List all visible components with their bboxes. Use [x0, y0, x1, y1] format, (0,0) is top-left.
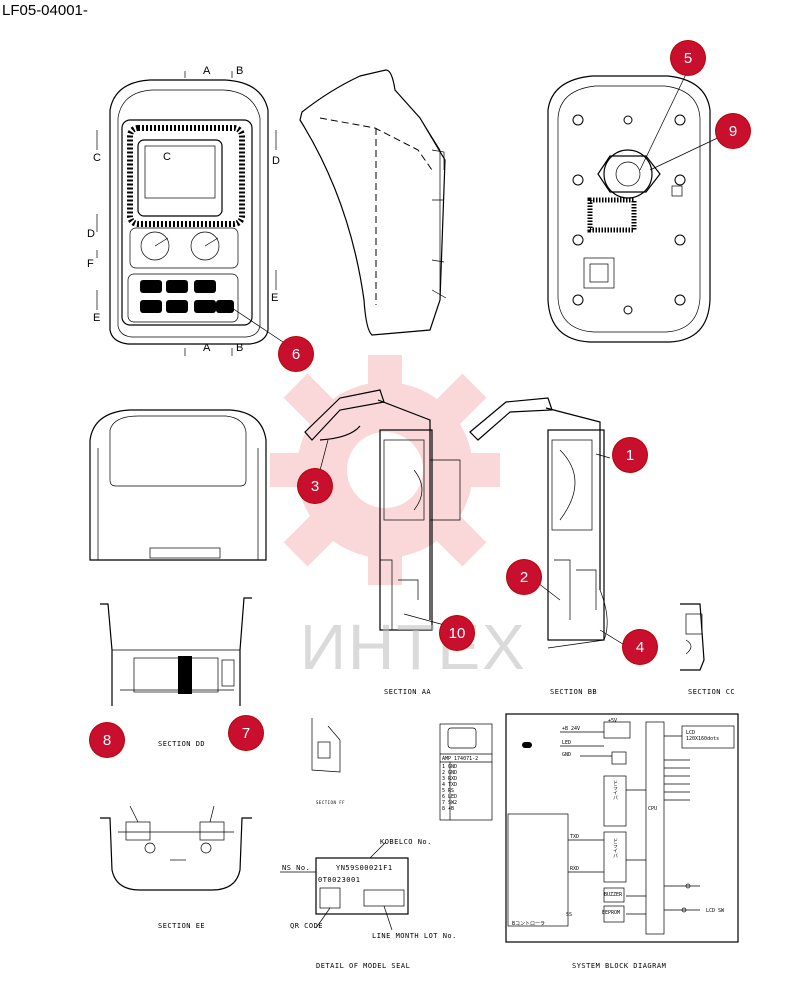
section-mark-e-right: E [271, 292, 279, 304]
caption-block-diagram: SYSTEM BLOCK DIAGRAM [572, 962, 667, 970]
seal-maker-label: KOBELCO No. [380, 838, 432, 846]
seal-model-no: YN59S00021F1 [336, 864, 393, 872]
caption-section-bb: SECTION BB [550, 688, 598, 696]
section-mark-a-top: A [203, 65, 211, 77]
bd-led-label: LED [562, 740, 572, 746]
caption-section-aa: SECTION AA [384, 688, 432, 696]
bd-lcdsw-label: LCD SW [706, 908, 725, 914]
bd-gnd-label: GND [562, 752, 572, 758]
bd-buzzer-label: BUZZER [604, 892, 623, 898]
bd-txd-label: TXD [570, 834, 580, 840]
bd-eeprom-label: EEPROM [602, 910, 621, 916]
callout-5: 5 [671, 41, 705, 75]
callout-1: 1 [613, 438, 647, 472]
section-mark-d-left: D [87, 228, 95, 240]
connector-row: 6 LED [442, 794, 458, 800]
connector-row: 2 GND [442, 770, 458, 776]
section-mark-f: F [87, 258, 94, 270]
section-dd-drawing [100, 597, 252, 706]
connector-pin-list: 1 GND 2 GND 3 RXD 4 TXD 5 RS 6 LED 7 SW2… [442, 764, 492, 812]
bd-ss-label: SS [566, 912, 573, 918]
callout-8: 8 [90, 723, 124, 757]
connector-row: 3 RXD [442, 776, 458, 782]
watermark-gear-icon [270, 355, 500, 585]
cover-view [89, 409, 267, 561]
side-view [299, 69, 447, 336]
section-mark-c-left: C [93, 152, 101, 164]
callout-6: 6 [279, 337, 313, 371]
section-ff-drawing [311, 718, 341, 773]
callout-3: 3 [298, 469, 332, 503]
document-id: LF05-04001- [2, 2, 88, 19]
bd-lcd-label: LCD 120X160dots [686, 730, 720, 742]
connector-row: 8 +B [442, 806, 455, 812]
callout-10: 10 [440, 616, 474, 650]
section-aa-drawing [304, 389, 461, 631]
caption-section-cc: SECTION CC [688, 688, 736, 696]
section-mark-c-screen: C [163, 151, 171, 163]
section-mark-b-bottom: B [236, 342, 244, 354]
bd-rxd-label: RXD [570, 866, 580, 872]
connector-row: 5 RS [442, 788, 455, 794]
caption-section-dd: SECTION DD [158, 740, 206, 748]
caption-model-seal: DETAIL OF MODEL SEAL [316, 962, 411, 970]
seal-lot-label: LINE MONTH LOT No. [372, 932, 457, 940]
callout-4: 4 [623, 630, 657, 664]
seal-ns-label: NS No. [282, 864, 311, 872]
connector-table [439, 723, 493, 821]
section-mark-b-top: B [236, 65, 244, 77]
section-mark-a-bottom: A [203, 342, 211, 354]
callout-2: 2 [507, 560, 541, 594]
connector-table-title: AMP 174071-2 [442, 756, 479, 762]
caption-section-ee: SECTION EE [158, 922, 206, 930]
connector-row: 7 SW2 [442, 800, 458, 806]
bd-driver-label-2: ドライバ [612, 838, 618, 858]
section-ee-drawing [100, 805, 252, 891]
bd-cpu-label: CPU [648, 806, 658, 812]
section-mark-e-left: E [93, 312, 101, 324]
callout-7: 7 [229, 716, 263, 750]
section-mark-d-right: D [272, 155, 280, 167]
seal-qr-label: QR CODE [290, 922, 324, 930]
connector-row: 4 TXD [442, 782, 458, 788]
bd-vcc-label: +B 24V [562, 726, 581, 732]
model-seal-drawing [280, 841, 409, 931]
front-view [96, 71, 293, 356]
bd-driver-label-1: ドライバ [612, 780, 618, 800]
caption-section-ff: SECTION FF [316, 800, 346, 805]
section-cc-drawing [680, 603, 705, 671]
bd-controller-label: Bコントローラ [512, 921, 546, 927]
seal-serial: 0T0023001 [318, 876, 361, 884]
rear-view [547, 69, 727, 343]
watermark-text: ИНТЕХ [300, 611, 527, 683]
connector-row: 1 GND [442, 764, 458, 770]
callout-9: 9 [716, 114, 750, 148]
bd-reg-label: +5V [608, 718, 618, 724]
block-diagram-drawing [505, 713, 739, 943]
section-bb-drawing [469, 397, 627, 649]
